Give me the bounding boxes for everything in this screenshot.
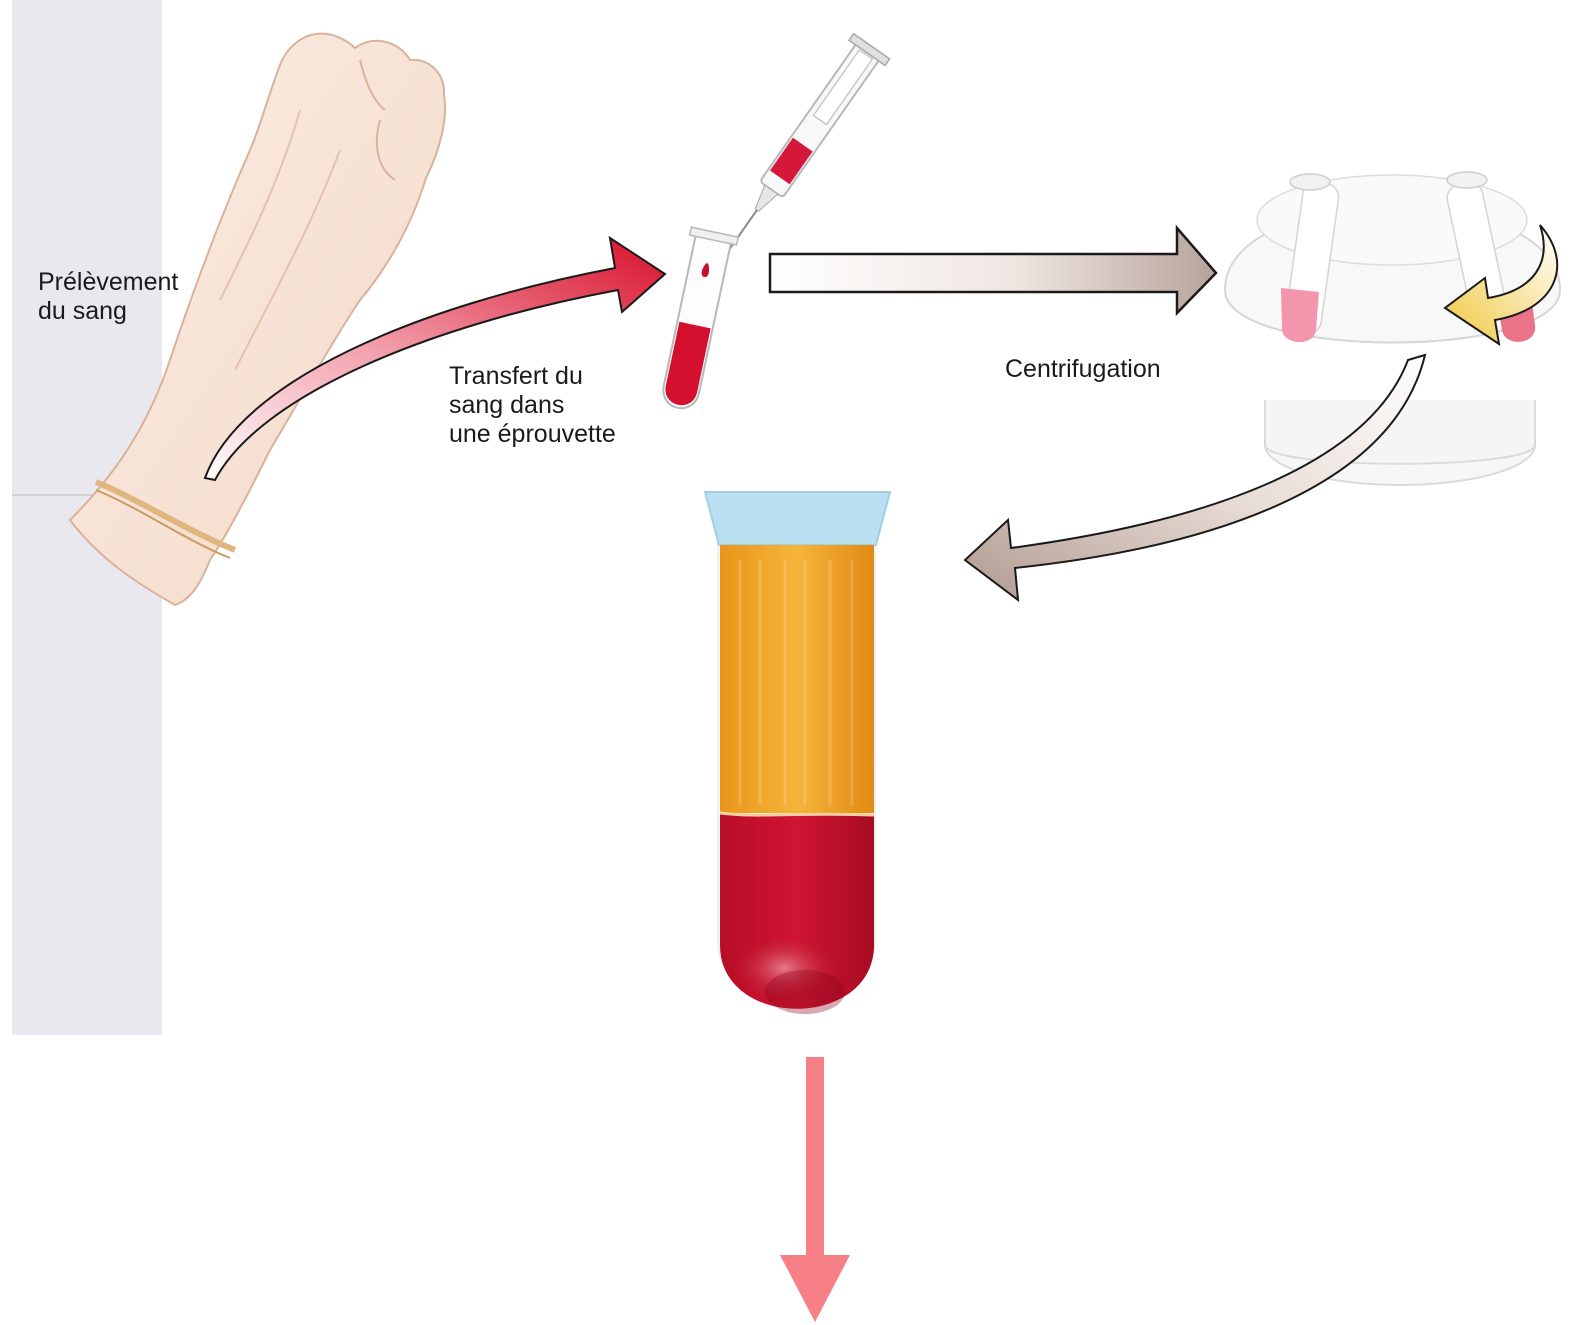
label-blood-collection: Prélèvement du sang	[38, 268, 178, 326]
separated-blood-tube	[705, 492, 890, 1014]
label-line: une éprouvette	[449, 420, 616, 449]
label-blood-transfer: Transfert du sang dans une éprouvette	[449, 362, 616, 449]
label-centrifugation: Centrifugation	[1005, 355, 1161, 384]
label-line: Transfert du	[449, 362, 616, 391]
centrifugation-arrow	[770, 228, 1216, 313]
label-line: du sang	[38, 297, 178, 326]
down-arrow	[780, 1057, 850, 1322]
test-tube-illustration	[654, 227, 738, 413]
centrifuge-illustration	[1225, 172, 1560, 485]
label-line: Prélèvement	[38, 268, 178, 297]
label-line: sang dans	[449, 391, 616, 420]
label-line: Centrifugation	[1005, 355, 1161, 384]
